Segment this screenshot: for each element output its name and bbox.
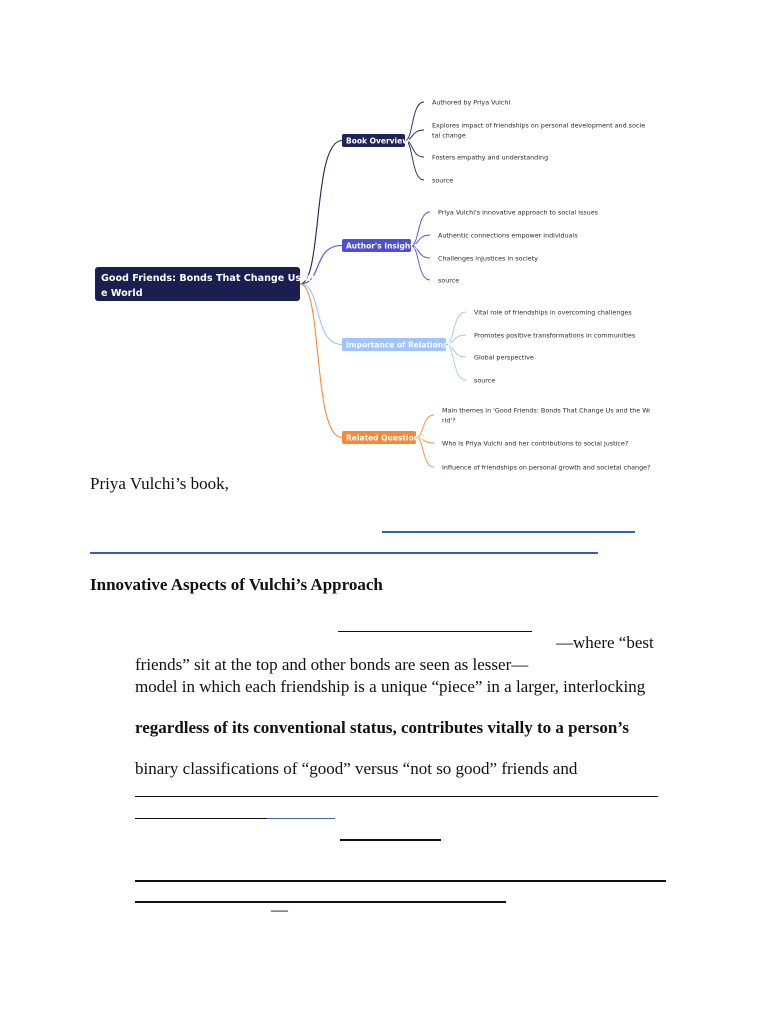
branch-label: Importance of Relationships (346, 340, 466, 349)
mind-map: Good Friends: Bonds That Change Us and t… (90, 92, 650, 480)
leaf-connector (404, 140, 425, 181)
leaf-connector (404, 101, 425, 141)
leaf-connector (410, 245, 431, 281)
paragraph-line-binary: binary classifications of “good” versus … (135, 759, 578, 778)
paragraph-line-regardless: regardless of its conventional status, c… (135, 718, 629, 737)
leaf-connector (415, 437, 435, 468)
redacted-line-5 (135, 818, 267, 819)
leaf-label: source (438, 277, 459, 285)
leaf-connector (445, 344, 467, 381)
intro-text: Priya Vulchi’s book, (90, 474, 229, 493)
root-node-label: e World (101, 288, 143, 299)
connector-book-overview (299, 139, 343, 285)
mind-map-nodes: Good Friends: Bonds That Change Us and t… (95, 99, 650, 472)
redacted-line-3 (338, 631, 532, 632)
leaf-label: Fosters empathy and understanding (432, 154, 548, 162)
leaf-label: tal change (432, 132, 466, 140)
redacted-line-1 (382, 531, 635, 533)
branch-label: Related Questions (346, 433, 424, 442)
branch-box (342, 239, 411, 252)
leaf-label: Challenges injustices in society (438, 255, 538, 263)
paragraph-dash: — (271, 900, 288, 919)
redacted-link-line (267, 818, 335, 819)
connector-related-questions (299, 283, 343, 439)
branch-label: Book Overview (346, 136, 409, 145)
paragraph-line-friends: friends” sit at the top and other bonds … (135, 655, 529, 674)
branch-label: Author's Insights (346, 241, 419, 250)
mind-map-root-node: Good Friends: Bonds That Change Us and t… (95, 267, 340, 301)
leaf-label: Who is Priya Vulchi and her contribution… (442, 440, 628, 448)
leaf-label: Promotes positive transformations in com… (474, 332, 636, 340)
branch-node-related-questions: Related Questions (342, 431, 424, 444)
connector-author-s-insights (299, 244, 343, 285)
redacted-line-6 (340, 839, 441, 841)
leaf-connector (404, 129, 425, 141)
leaf-connector (410, 211, 431, 246)
leaf-label: Explores impact of friendships on person… (432, 122, 645, 130)
leaf-connector (445, 311, 467, 345)
section-heading: Innovative Aspects of Vulchi’s Approach (90, 575, 383, 594)
leaf-label: Authentic connections empower individual… (438, 232, 578, 240)
connector-importance-of-relationships (299, 283, 343, 346)
redacted-line-2 (90, 552, 598, 554)
leaf-label: source (432, 177, 453, 185)
leaf-label: Vital role of friendships in overcoming … (474, 309, 632, 317)
branch-node-book-overview: Book Overview (342, 134, 409, 147)
leaf-connector (445, 334, 467, 345)
branch-box (342, 431, 416, 444)
leaf-connector (415, 414, 435, 438)
root-node-box (95, 267, 300, 301)
root-node-label: Good Friends: Bonds That Change Us and t… (101, 273, 340, 284)
branch-node-author-s-insights: Author's Insights (342, 239, 419, 252)
redacted-line-4 (135, 796, 658, 797)
leaf-label: Priya Vulchi's innovative approach to so… (438, 209, 599, 217)
branch-box (342, 134, 405, 147)
leaf-label: Influence of friendships on personal gro… (442, 464, 650, 472)
leaf-label: Authored by Priya Vulchi (432, 99, 510, 107)
paragraph-line-where: —where “best (556, 633, 654, 652)
branch-node-importance-of-relationships: Importance of Relationships (342, 338, 466, 351)
leaf-label: Main themes in 'Good Friends: Bonds That… (442, 407, 650, 415)
mind-map-connectors (299, 101, 467, 468)
leaf-label: rld'? (442, 417, 456, 425)
redacted-line-7 (135, 880, 666, 882)
leaf-connector (410, 234, 431, 246)
leaf-label: Global perspective (474, 354, 534, 362)
redacted-line-8 (135, 901, 506, 903)
leaf-label: source (474, 377, 495, 385)
paragraph-line-model: model in which each friendship is a uniq… (135, 677, 646, 696)
branch-box (342, 338, 446, 351)
